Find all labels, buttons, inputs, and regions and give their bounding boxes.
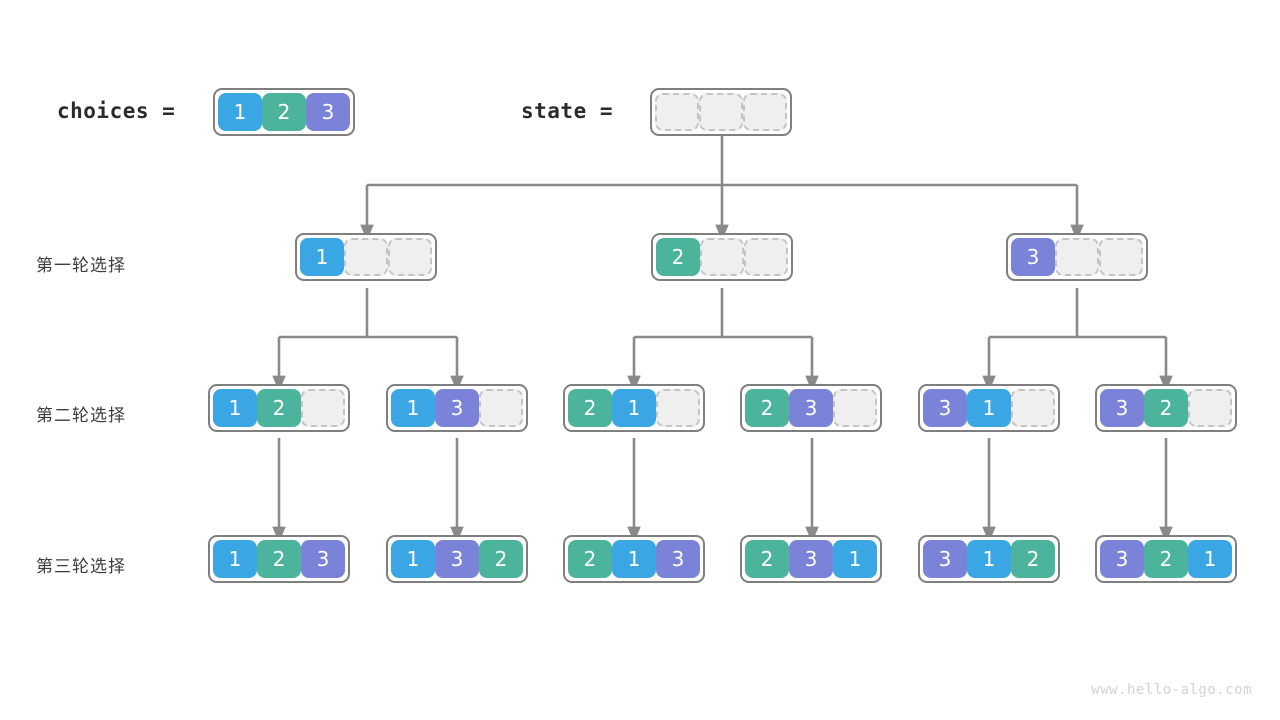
state-cell-2 [699, 93, 743, 131]
state-cell-1 [655, 93, 699, 131]
r3-n6-cell-2: 2 [1144, 540, 1188, 578]
state-array [650, 88, 792, 136]
r3-n6-cell-1: 3 [1100, 540, 1144, 578]
state-cell-3 [743, 93, 787, 131]
r2-n1-cell-1: 1 [213, 389, 257, 427]
r2-n3-cell-2: 1 [612, 389, 656, 427]
r2-n6-cell-1: 3 [1100, 389, 1144, 427]
choices-cell-1: 1 [218, 93, 262, 131]
r2-n5-cell-2: 1 [967, 389, 1011, 427]
row-label-round-3: 第三轮选择 [36, 557, 126, 577]
state-label: state = [521, 99, 614, 123]
r2-n2-cell-3 [479, 389, 523, 427]
r3-n3-cell-3: 3 [656, 540, 700, 578]
r3-n2-cell-2: 3 [435, 540, 479, 578]
r1-n1-cell-1: 1 [300, 238, 344, 276]
state-node-r1-n2: 2 [651, 233, 793, 281]
r2-n5-cell-1: 3 [923, 389, 967, 427]
r1-n3-cell-2 [1055, 238, 1099, 276]
r3-n2-cell-3: 2 [479, 540, 523, 578]
r2-n1-cell-2: 2 [257, 389, 301, 427]
state-node-r1-n1: 1 [295, 233, 437, 281]
r2-n3-cell-1: 2 [568, 389, 612, 427]
r2-n2-cell-1: 1 [391, 389, 435, 427]
r3-n1-cell-3: 3 [301, 540, 345, 578]
r1-n3-cell-1: 3 [1011, 238, 1055, 276]
r2-n4-cell-1: 2 [745, 389, 789, 427]
r2-n5-cell-3 [1011, 389, 1055, 427]
r3-n4-cell-1: 2 [745, 540, 789, 578]
r1-n1-cell-3 [388, 238, 432, 276]
r3-n1-cell-2: 2 [257, 540, 301, 578]
r3-n5-cell-3: 2 [1011, 540, 1055, 578]
r3-n6-cell-3: 1 [1188, 540, 1232, 578]
r3-n3-cell-2: 1 [612, 540, 656, 578]
r1-n2-cell-1: 2 [656, 238, 700, 276]
r3-n1-cell-1: 1 [213, 540, 257, 578]
r2-n4-cell-2: 3 [789, 389, 833, 427]
choices-cell-3: 3 [306, 93, 350, 131]
r1-n2-cell-2 [700, 238, 744, 276]
r3-n2-cell-1: 1 [391, 540, 435, 578]
r1-n3-cell-3 [1099, 238, 1143, 276]
choices-label: choices = [57, 99, 176, 123]
row-label-round-1: 第一轮选择 [36, 256, 126, 276]
r2-n6-cell-3 [1188, 389, 1232, 427]
r1-n2-cell-3 [744, 238, 788, 276]
r2-n4-cell-3 [833, 389, 877, 427]
state-node-r1-n3: 3 [1006, 233, 1148, 281]
r2-n3-cell-3 [656, 389, 700, 427]
r1-n1-cell-2 [344, 238, 388, 276]
r2-n2-cell-2: 3 [435, 389, 479, 427]
r2-n6-cell-2: 2 [1144, 389, 1188, 427]
r3-n3-cell-1: 2 [568, 540, 612, 578]
r2-n1-cell-3 [301, 389, 345, 427]
row-label-round-2: 第二轮选择 [36, 406, 126, 426]
watermark: www.hello-algo.com [1091, 682, 1252, 698]
r3-n5-cell-2: 1 [967, 540, 1011, 578]
r3-n5-cell-1: 3 [923, 540, 967, 578]
r3-n4-cell-3: 1 [833, 540, 877, 578]
choices-cell-2: 2 [262, 93, 306, 131]
r3-n4-cell-2: 3 [789, 540, 833, 578]
